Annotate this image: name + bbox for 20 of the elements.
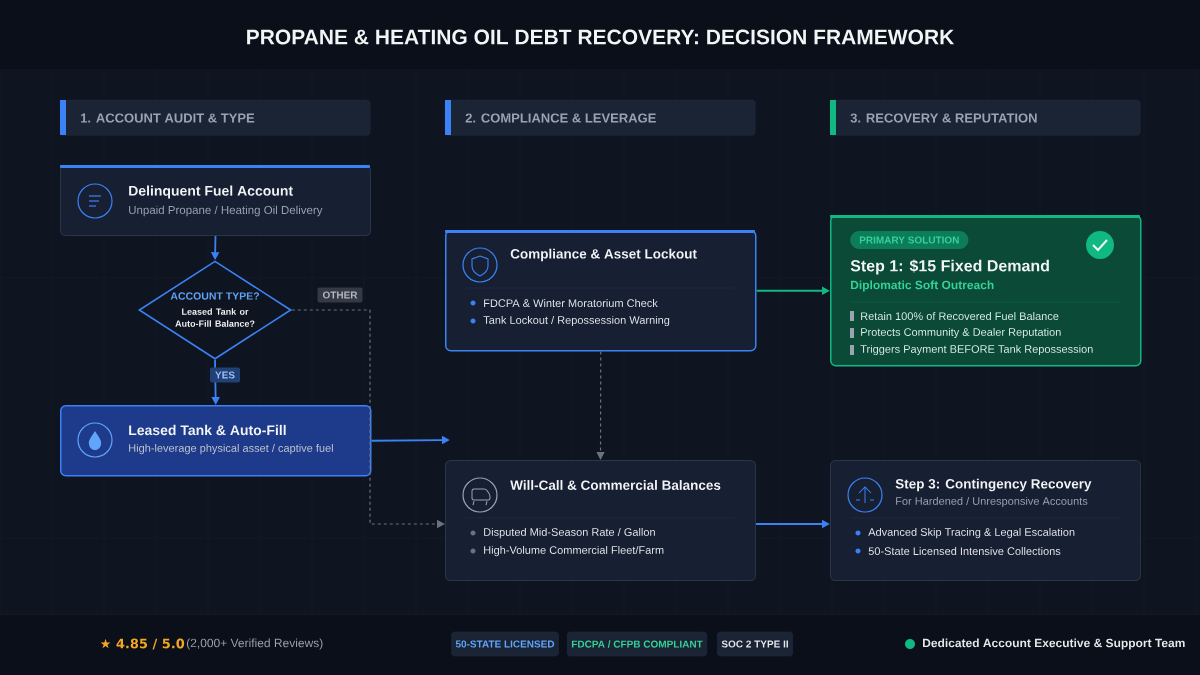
process-box: Leased Tank & Auto-Fill High-leverage physical asset / captive fuel: [60, 405, 372, 477]
process-box: Delinquent Fuel Account Unpaid Propane / Heating Oil Delivery: [60, 165, 371, 236]
title: PROPANE & HEATING OIL DEBT RECOVERY: DECISION FRAMEWORK: [247, 29, 955, 45]
process-box: Compliance & Asset Lockout FDCPA & Winter Moratorium Check Tank Lockout / Repossession Warning: [445, 230, 757, 352]
column-header: 2. COMPLIANCE & LEVERAGE: [445, 100, 756, 136]
edge-label: YES: [210, 367, 240, 383]
badge: 50-STATE LICENSED: [451, 631, 559, 657]
solution-box: PRIMARY SOLUTION Step 1: $15 Fixed Demand Diplomatic Soft Outreach Retain 100% of Recovered Fuel Balance Protects Community & Dealer Reputation Triggers Payment BEFORE Tank Repossession: [830, 215, 1142, 367]
process-box: Step 3: Contingency Recovery For Hardened / Unresponsive Accounts Advanced Skip Tracing & Legal Escalation 50-State Licensed Intensive Collections: [830, 460, 1141, 581]
review-count: (2,000+ Verified Reviews): [186, 638, 323, 650]
edge-label: OTHER: [317, 287, 363, 303]
tag-pill: PRIMARY SOLUTION: [850, 231, 969, 249]
team-note: Dedicated Account Executive & Support Team: [923, 638, 1185, 650]
column-header: 3. RECOVERY & REPUTATION: [830, 100, 1141, 136]
process-box: Will-Call & Commercial Balances Disputed Mid-Season Rate / Gallon High-Volume Commercial Fleet/Farm: [445, 460, 756, 581]
rating: ★ 4.85 / 5.0: [100, 638, 185, 650]
badge: SOC 2 TYPE II: [717, 631, 793, 657]
badge: FDCPA / CFPB COMPLIANT: [567, 631, 707, 657]
arrow: [596, 350, 605, 460]
column-header: 1. ACCOUNT AUDIT & TYPE: [60, 100, 371, 136]
